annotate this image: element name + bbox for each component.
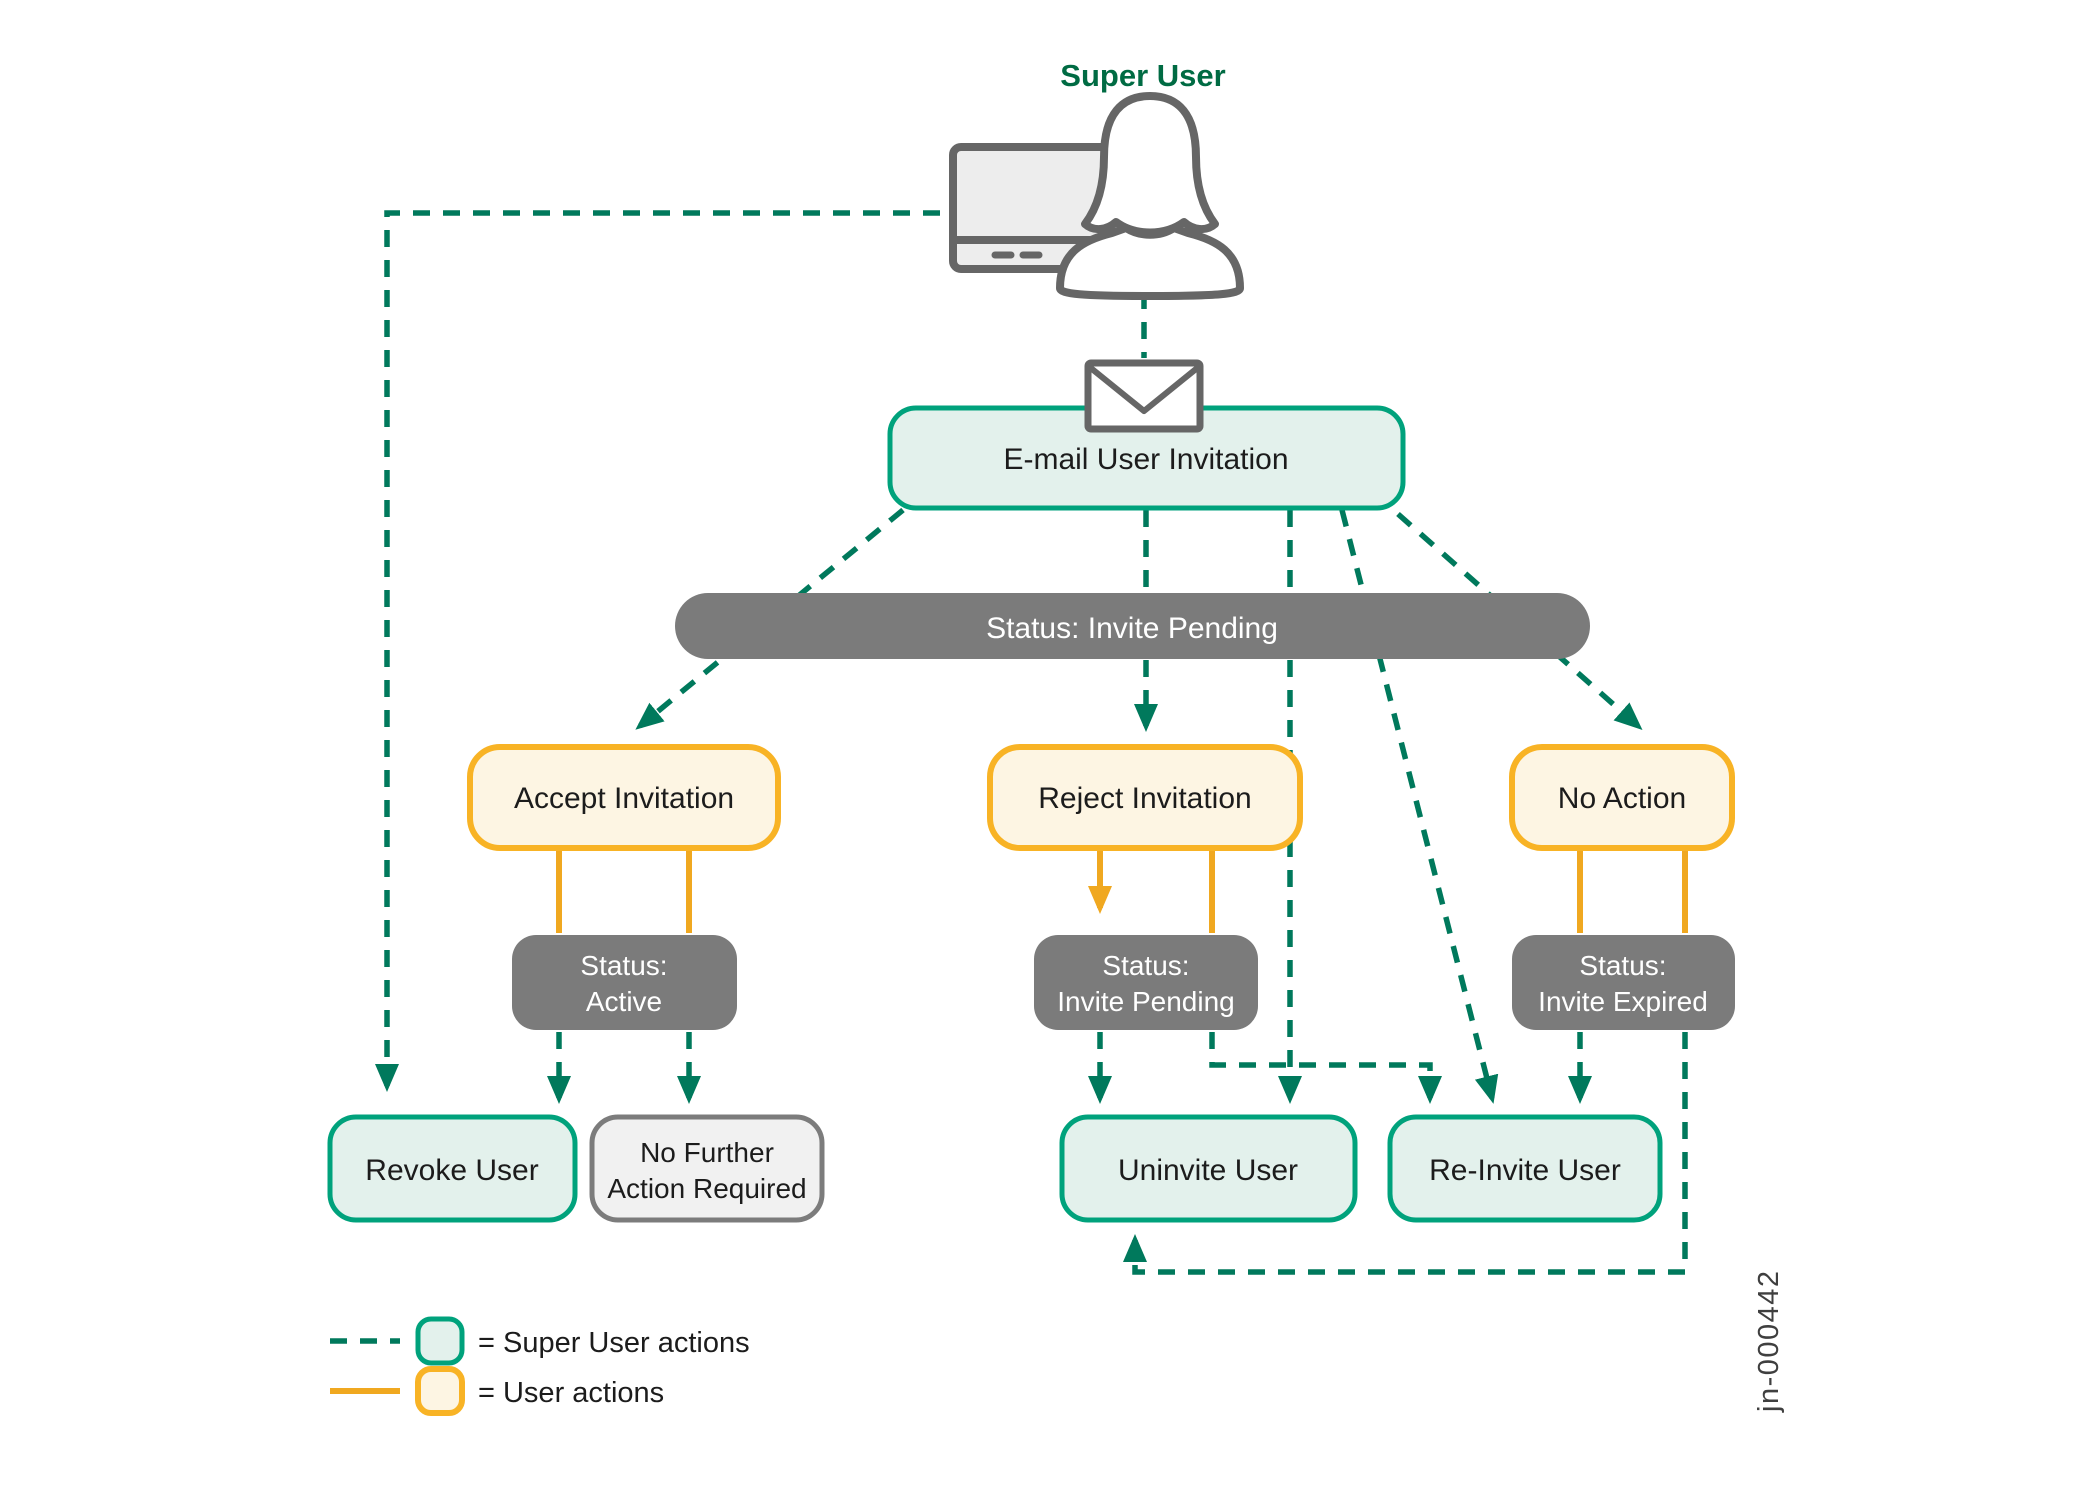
legend: = Super User actions = User actions — [330, 1316, 750, 1416]
uninvite-user-label: Uninvite User — [1118, 1154, 1298, 1187]
person-at-computer-icon — [949, 92, 1244, 300]
status-active-node — [512, 935, 737, 1030]
status-invite-pending-line2: Invite Pending — [1057, 986, 1234, 1017]
connector-email-to-accept — [635, 507, 905, 730]
revoke-user-node — [327, 1114, 578, 1223]
no-further-action-line2: Action Required — [607, 1173, 806, 1204]
status-invite-pending-line1: Status: — [1102, 950, 1189, 981]
figure-id: jn-000442 — [1753, 1270, 1785, 1414]
super-user-title: Super User — [1060, 58, 1225, 93]
no-action-label: No Action — [1558, 782, 1686, 815]
reject-invitation-label: Reject Invitation — [1038, 782, 1251, 815]
envelope-icon — [1084, 359, 1204, 433]
connector-expired-to-uninvite — [1123, 1032, 1688, 1275]
no-action-node — [1509, 744, 1735, 851]
connector-superuser-to-revoke — [375, 210, 1000, 1092]
status-active-line1: Status: — [580, 950, 667, 981]
no-further-action-line1: No Further — [640, 1137, 774, 1168]
person-shoulders — [1056, 224, 1244, 300]
legend-user-box — [415, 1366, 465, 1416]
email-invitation-label: E-mail User Invitation — [1003, 443, 1288, 476]
status-invite-expired-line1: Status: — [1579, 950, 1666, 981]
status-invite-pending-bar — [675, 593, 1590, 659]
legend-superuser-label: = Super User actions — [478, 1327, 750, 1359]
status-active-line2: Active — [586, 986, 662, 1017]
connectors — [375, 210, 1688, 1275]
legend-superuser-box — [415, 1316, 465, 1366]
status-invite-pending-node — [1034, 935, 1258, 1030]
accept-invitation-label: Accept Invitation — [514, 782, 734, 815]
uninvite-user-node — [1059, 1114, 1358, 1223]
status-invite-expired-line2: Invite Expired — [1538, 986, 1708, 1017]
status-invite-pending-bar-label: Status: Invite Pending — [986, 612, 1278, 645]
status-invite-expired-node — [1512, 935, 1735, 1030]
connector-pending-to-reinvite — [1209, 1032, 1442, 1104]
no-further-action-node — [589, 1114, 825, 1223]
reinvite-user-node — [1387, 1114, 1663, 1223]
revoke-user-label: Revoke User — [365, 1154, 538, 1187]
person-head — [1081, 92, 1219, 237]
reject-invitation-node — [987, 744, 1303, 851]
reinvite-user-label: Re-Invite User — [1429, 1154, 1621, 1187]
legend-user-label: = User actions — [478, 1377, 664, 1409]
accept-invitation-node — [467, 744, 781, 851]
